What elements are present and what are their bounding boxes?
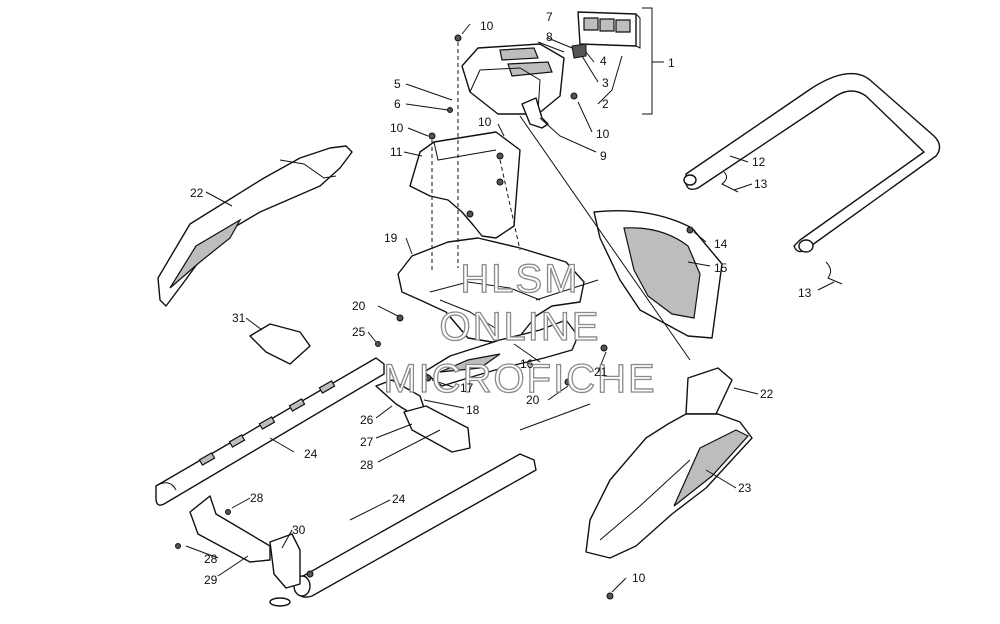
callout-15: 15 xyxy=(714,261,728,275)
callout-28-center: 28 xyxy=(360,458,374,472)
hitch-bracket xyxy=(189,495,301,607)
callout-10-center: 10 xyxy=(478,115,492,129)
taillight-housing xyxy=(461,43,565,115)
watermark: HLSM ONLINE MICROFICHE xyxy=(383,256,656,401)
callout-12: 12 xyxy=(752,155,766,169)
leader-lines xyxy=(185,23,835,593)
mount-bracket xyxy=(375,379,471,453)
rear-fender xyxy=(397,237,585,343)
callout-20-left: 20 xyxy=(352,299,366,313)
callout-30: 30 xyxy=(292,523,306,537)
callout-22-right: 22 xyxy=(760,387,774,401)
pin-13-lower xyxy=(825,261,843,285)
callout-10-top: 10 xyxy=(480,19,494,33)
pin-13-upper xyxy=(721,171,739,193)
callout-22-left: 22 xyxy=(190,186,204,200)
cover-31 xyxy=(249,323,311,365)
fastener-set xyxy=(175,34,694,600)
callout-31: 31 xyxy=(232,311,246,325)
callout-4: 4 xyxy=(600,54,607,68)
callout-28-right: 28 xyxy=(250,491,264,505)
callout-24-left: 24 xyxy=(304,447,318,461)
callout-1: 1 xyxy=(668,56,675,70)
mount-plate xyxy=(409,131,521,239)
callout-23: 23 xyxy=(738,481,752,495)
watermark-line-3: MICROFICHE xyxy=(383,357,656,401)
callout-7: 7 xyxy=(546,10,553,24)
callout-8: 8 xyxy=(546,30,553,44)
left-rail xyxy=(155,357,385,506)
group-bracket xyxy=(642,7,664,115)
callout-16: 16 xyxy=(520,357,534,371)
callout-18: 18 xyxy=(466,403,480,417)
callout-10-left: 10 xyxy=(390,121,404,135)
taillight-assembly xyxy=(571,11,641,59)
callout-6: 6 xyxy=(394,97,401,111)
callout-26: 26 xyxy=(360,413,374,427)
watermark-line-2: ONLINE xyxy=(440,305,601,349)
snow-flap xyxy=(423,319,579,387)
callout-2: 2 xyxy=(602,97,609,111)
callout-13-lower: 13 xyxy=(798,286,812,300)
callout-numbers: 1 2 3 4 5 6 7 8 9 10 10 10 10 10 11 12 1… xyxy=(190,10,812,587)
right-rail xyxy=(293,453,537,598)
right-side-panel xyxy=(585,367,753,559)
callout-19: 19 xyxy=(384,231,398,245)
bracket-9 xyxy=(521,97,549,129)
watermark-line-1: HLSM xyxy=(460,257,579,301)
callout-27: 27 xyxy=(360,435,374,449)
callout-29: 29 xyxy=(204,573,218,587)
callout-14: 14 xyxy=(714,237,728,251)
callout-10-right: 10 xyxy=(596,127,610,141)
callout-13-upper: 13 xyxy=(754,177,768,191)
rear-bumper xyxy=(683,72,941,253)
callout-11: 11 xyxy=(390,145,403,159)
callout-5: 5 xyxy=(394,77,401,91)
alignment-lines xyxy=(431,42,691,431)
callout-21: 21 xyxy=(594,365,608,379)
left-side-panel xyxy=(157,145,353,307)
callout-28-left: 28 xyxy=(204,552,218,566)
callout-17: 17 xyxy=(460,381,474,395)
callout-3: 3 xyxy=(602,76,609,90)
callout-9: 9 xyxy=(600,149,607,163)
callout-10-bottom: 10 xyxy=(632,571,646,585)
callout-24-right: 24 xyxy=(392,492,406,506)
callout-20-right: 20 xyxy=(526,393,540,407)
rear-panel xyxy=(593,210,723,339)
callout-25: 25 xyxy=(352,325,366,339)
